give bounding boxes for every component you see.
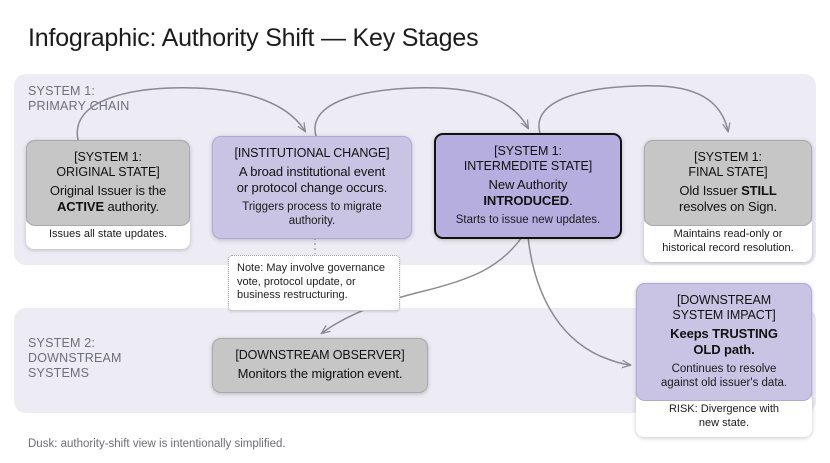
node-downstream-system-impact-footer: RISK: Divergence with new state. [636,397,812,437]
node-intermediate-state-main-prefix: New Authority [488,177,568,192]
node-downstream-system-impact-title: [DOWNSTREAM SYSTEM IMPACT] [672,293,776,322]
node-final-state-main-bold: STILL [741,183,777,198]
node-institutional-change-main: A broad institutional event or protocol … [236,164,388,195]
node-downstream-system-impact-main: Keeps TRUSTING OLD path. [646,326,802,358]
node-downstream-observer-main: Monitors the migration event. [237,366,403,381]
node-final-state-title: [SYSTEM 1: FINAL STATE] [688,150,768,179]
node-intermediate-state[interactable]: [SYSTEM 1: INTERMEDITE STATE] New Author… [434,133,622,239]
page-title: Infographic: Authority Shift — Key Stage… [28,24,479,52]
node-original-state-main-bold: ACTIVE [56,199,105,214]
node-intermediate-state-title: [SYSTEM 1: INTERMEDITE STATE] [463,144,593,173]
node-intermediate-state-sub: Starts to issue new updates. [455,214,601,226]
node-downstream-system-impact-sub: Continues to resolve against old issuer'… [660,363,788,389]
node-original-state-title: [SYSTEM 1: ORIGINAL STATE] [56,150,160,179]
node-intermediate-state-main-suffix: . [569,193,573,208]
node-downstream-observer-title: [DOWNSTREAM OBSERVER] [235,348,405,362]
node-institutional-change-title: [INSTITUTIONAL CHANGE] [234,146,390,160]
node-final-state[interactable]: [SYSTEM 1: FINAL STATE] Old Issuer STILL… [644,140,812,262]
node-intermediate-state-main: New Authority INTRODUCED. [445,177,611,209]
node-original-state-main-suffix: authority. [104,199,160,214]
node-institutional-change-sub: Triggers process to migrate authority. [242,201,382,227]
swimlane-label-primary-chain: SYSTEM 1: PRIMARY CHAIN [28,84,130,113]
node-downstream-system-impact-body: [DOWNSTREAM SYSTEM IMPACT] Keeps TRUSTIN… [636,283,812,401]
node-intermediate-state-main-bold: INTRODUCED [483,193,570,208]
note-callout: Note: May involve governance vote, proto… [228,255,400,311]
node-institutional-change[interactable]: [INSTITUTIONAL CHANGE] A broad instituti… [212,136,412,239]
node-original-state-body: [SYSTEM 1: ORIGINAL STATE] Original Issu… [26,140,190,226]
node-final-state-footer: Maintains read-only or historical record… [644,222,812,262]
swimlane-label-downstream-systems: SYSTEM 2: DOWNSTREAM SYSTEMS [28,336,122,380]
node-final-state-body: [SYSTEM 1: FINAL STATE] Old Issuer STILL… [644,140,812,226]
footnote: Dusk: authority-shift view is intentiona… [28,438,286,450]
node-original-state-main: Original Issuer is the ACTIVE authority. [36,183,180,215]
node-downstream-system-impact[interactable]: [DOWNSTREAM SYSTEM IMPACT] Keeps TRUSTIN… [636,283,812,437]
node-downstream-observer-body: [DOWNSTREAM OBSERVER] Monitors the migra… [212,338,428,393]
node-original-state-footer: Issues all state updates. [26,222,190,249]
node-intermediate-state-body: [SYSTEM 1: INTERMEDITE STATE] New Author… [434,133,622,239]
node-original-state-main-prefix: Original Issuer is the [49,183,167,198]
node-downstream-system-impact-main-bold: Keeps TRUSTING OLD path. [670,326,778,357]
node-institutional-change-body: [INSTITUTIONAL CHANGE] A broad instituti… [212,136,412,239]
node-original-state[interactable]: [SYSTEM 1: ORIGINAL STATE] Original Issu… [26,140,190,249]
node-final-state-main: Old Issuer STILL resolves on Sign. [654,183,802,215]
node-final-state-main-prefix: Old Issuer [679,183,742,198]
node-final-state-main-suffix: resolves on Sign. [678,199,778,214]
node-downstream-observer[interactable]: [DOWNSTREAM OBSERVER] Monitors the migra… [212,338,428,393]
